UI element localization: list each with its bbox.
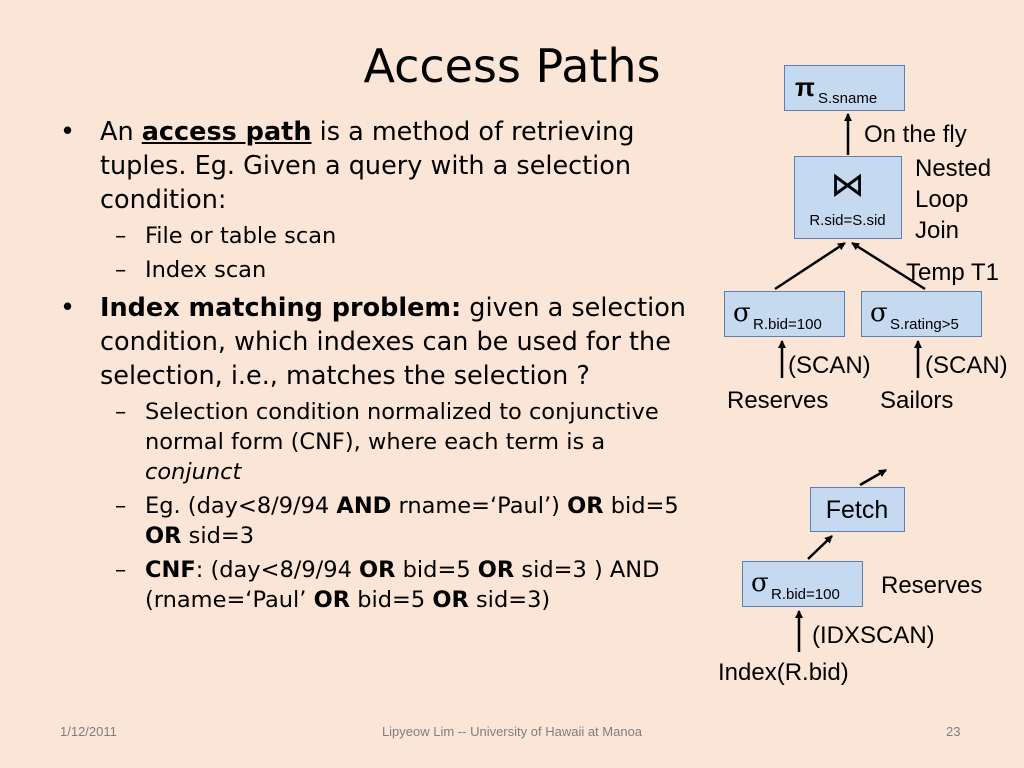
arrow-selright-to-join <box>851 241 926 291</box>
text: : (day<8/9/94 <box>195 557 360 583</box>
text: OR <box>359 557 396 583</box>
bullet-index-matching: Index matching problem: given a selectio… <box>60 291 705 393</box>
select-right-cond: S.rating>5 <box>890 316 959 333</box>
text: sid=3 <box>181 523 255 549</box>
text: sid=3 ) AND (rname=‘Paul’ <box>145 557 660 613</box>
text: Eg. (day<8/9/94 <box>145 493 337 519</box>
join-note-1: Nested <box>915 155 992 182</box>
fetch-box: Fetch <box>810 487 905 532</box>
text: OR <box>145 523 182 549</box>
text: CNF <box>145 557 196 583</box>
projection-symbol: π <box>795 72 815 102</box>
select-index-cond: R.bid=100 <box>771 586 840 603</box>
index-matching-term: Index matching problem: <box>100 293 462 323</box>
fetch-label: Fetch <box>825 496 889 524</box>
sub-bullet-table-scan: –File or table scan <box>115 223 337 249</box>
access-path-term: access path <box>141 117 312 147</box>
text: bid=5 <box>395 557 478 583</box>
conjunct-term: conjunct <box>145 459 242 485</box>
join-condition: R.sid=S.sid <box>809 212 886 229</box>
text: given a selection condition, which index… <box>100 293 686 391</box>
index-label: Index(R.bid) <box>718 659 849 686</box>
relation-reserves-2: Reserves <box>881 572 983 599</box>
footer-page-number: 23 <box>946 724 961 739</box>
bullet-list: An access path is a method of retrieving… <box>60 115 705 615</box>
text: File or table scan <box>145 223 337 249</box>
scan-right-label: (SCAN) <box>925 352 1008 379</box>
join-note-2: Loop <box>915 186 969 213</box>
bullet-access-path: An access path is a method of retrieving… <box>60 115 705 217</box>
relation-reserves: Reserves <box>727 387 829 414</box>
text: OR <box>477 557 515 583</box>
arrow-selleft-to-join <box>774 241 846 291</box>
text: An <box>100 117 142 147</box>
join-note-3: Join <box>915 217 960 244</box>
footer-author: Lipyeow Lim -- University of Hawaii at M… <box>381 724 643 739</box>
footer-date: 1/12/2011 <box>60 724 117 739</box>
text: rname=‘Paul’) <box>391 493 568 519</box>
sigma-right: σ <box>870 298 888 328</box>
scan-left-label: (SCAN) <box>788 352 871 379</box>
arrow-sel-to-fetch <box>807 535 833 560</box>
text: Index scan <box>145 257 267 283</box>
text: bid=5 <box>350 587 433 613</box>
idxscan-label: (IDXSCAN) <box>812 622 935 649</box>
arrow-fetch-out <box>859 468 887 487</box>
on-the-fly-label: On the fly <box>864 121 967 148</box>
text: OR <box>432 587 469 613</box>
text: sid=3) <box>468 587 551 613</box>
text: AND <box>336 493 392 519</box>
slide-title: Access Paths <box>363 39 661 93</box>
text: OR <box>313 587 351 613</box>
sub-bullet-example: –Eg. (day<8/9/94 AND rname=‘Paul’) OR bi… <box>115 493 679 549</box>
sub-bullet-index-scan: –Index scan <box>115 257 267 283</box>
relation-sailors: Sailors <box>880 387 954 414</box>
select-left-cond: R.bid=100 <box>753 316 822 333</box>
text: Selection condition normalized to conjun… <box>145 399 659 455</box>
sub-bullet-cnf-normalized: –Selection condition normalized to conju… <box>115 399 659 485</box>
join-box: ⋈ R.sid=S.sid <box>794 156 902 239</box>
sub-bullet-cnf-example: –CNF: (day<8/9/94 OR bid=5 OR sid=3 ) AN… <box>115 557 660 613</box>
text: is a method of retrieving tuples. Eg. Gi… <box>100 117 635 215</box>
join-symbol-icon: ⋈ <box>830 165 865 205</box>
temp-label: Temp T1 <box>906 259 999 286</box>
text: bid=5 <box>603 493 679 519</box>
sigma-index: σ <box>751 568 769 598</box>
text: OR <box>567 493 604 519</box>
sigma-left: σ <box>733 298 751 328</box>
projection-attr: S.sname <box>818 90 878 107</box>
